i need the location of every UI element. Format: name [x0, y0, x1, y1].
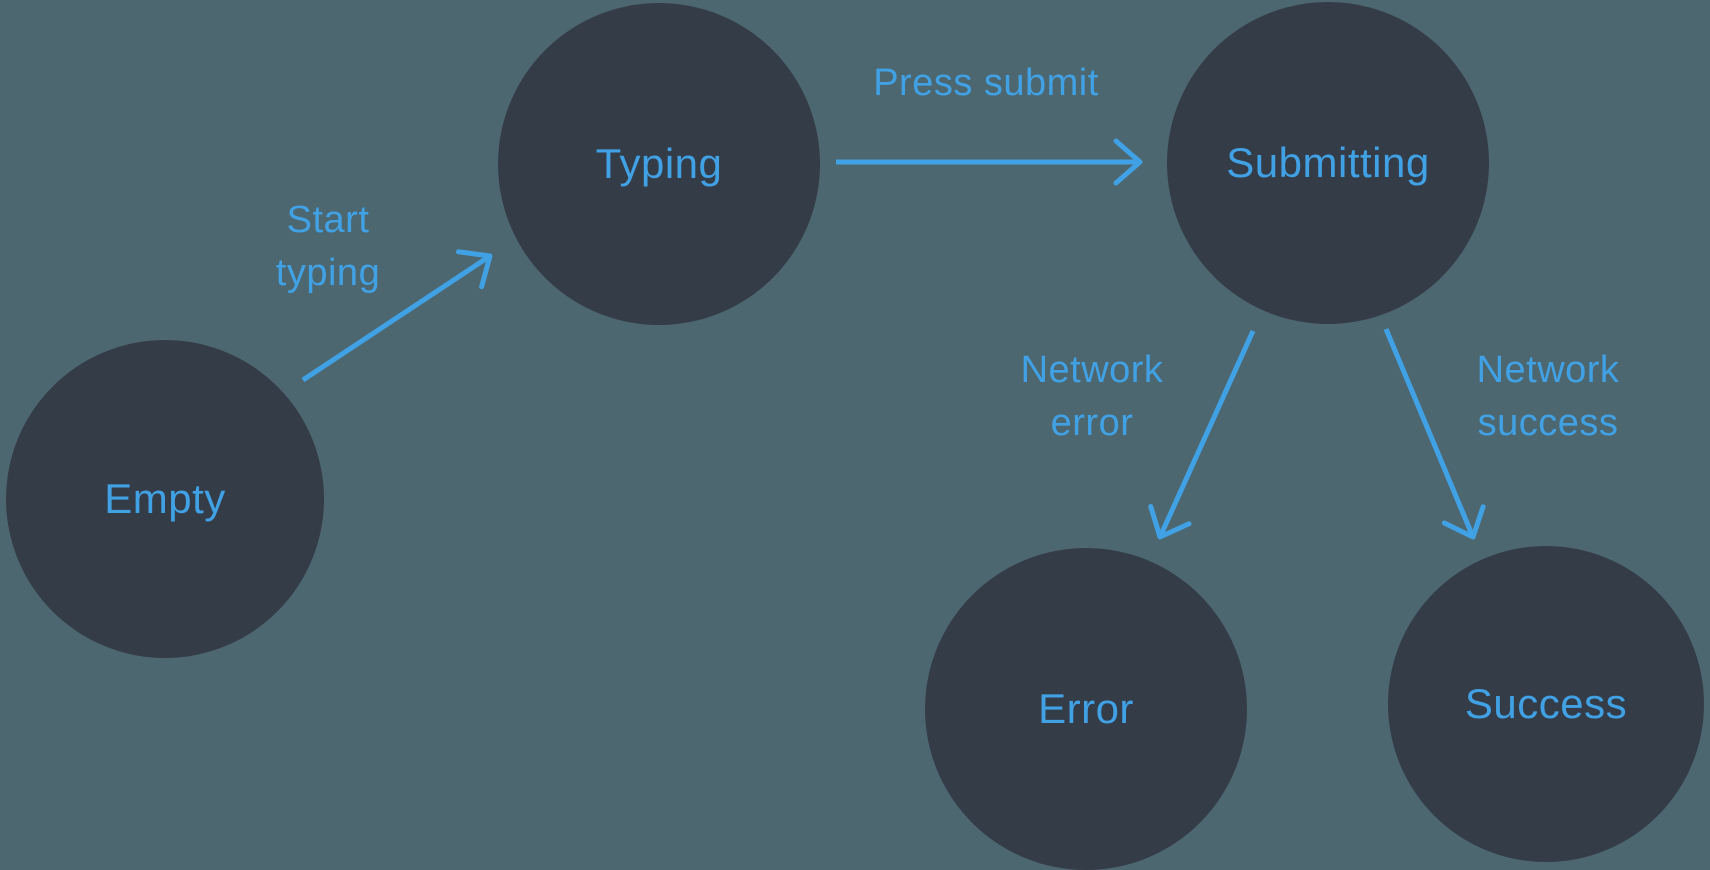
- transition-label-line: error: [1050, 402, 1134, 444]
- transition-label-line: typing: [275, 252, 381, 294]
- state-node-typing: Typing: [498, 3, 820, 325]
- transition-label-press-submit: Press submit: [836, 57, 1136, 110]
- transition-label-network-success: Network success: [1438, 344, 1658, 450]
- state-label-success: Success: [1464, 680, 1628, 727]
- transition-label-line: Press submit: [873, 62, 1099, 104]
- state-label-error: Error: [1038, 685, 1134, 732]
- transition-label-start-typing: Start typing: [218, 194, 438, 300]
- state-node-submitting: Submitting: [1167, 2, 1489, 324]
- transition-label-line: Network: [1020, 349, 1164, 391]
- transition-label-line: success: [1477, 402, 1619, 444]
- transition-label-network-error: Network error: [982, 344, 1202, 450]
- state-node-empty: Empty: [6, 340, 324, 658]
- state-label-typing: Typing: [595, 140, 723, 187]
- state-label-submitting: Submitting: [1226, 139, 1430, 186]
- state-node-success: Success: [1388, 546, 1704, 862]
- transition-label-line: Network: [1476, 349, 1620, 391]
- state-label-empty: Empty: [104, 475, 226, 522]
- state-node-error: Error: [925, 548, 1247, 870]
- transition-label-line: Start: [286, 199, 370, 241]
